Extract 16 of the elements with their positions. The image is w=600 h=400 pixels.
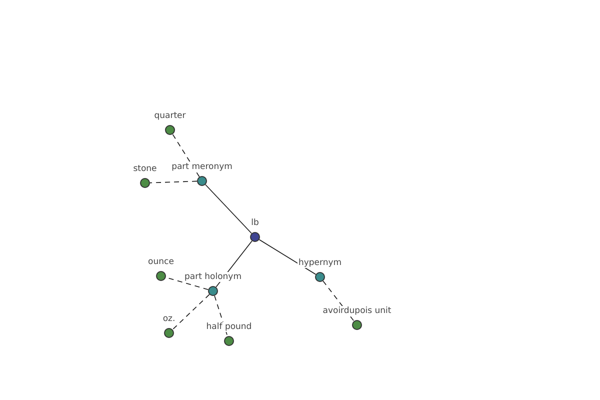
node-label: oz.: [162, 314, 176, 324]
node-label: avoirdupois unit: [322, 306, 392, 316]
dashed-connector: [150, 180, 198, 184]
node-label: part meronym: [170, 162, 234, 172]
node-label: part holonym: [184, 272, 242, 282]
dashed-connector: [172, 134, 200, 178]
node-label: lb: [250, 218, 260, 228]
connector-line: [205, 184, 252, 234]
node-label: hypernym: [297, 258, 343, 268]
dashed-connector: [322, 280, 354, 322]
node-label: ounce: [147, 257, 175, 267]
dashed-connector: [172, 294, 210, 330]
node-label: half pound: [205, 322, 253, 332]
dashed-connector: [214, 295, 228, 337]
node-label: quarter: [153, 111, 187, 121]
node-label: stone: [132, 164, 158, 174]
